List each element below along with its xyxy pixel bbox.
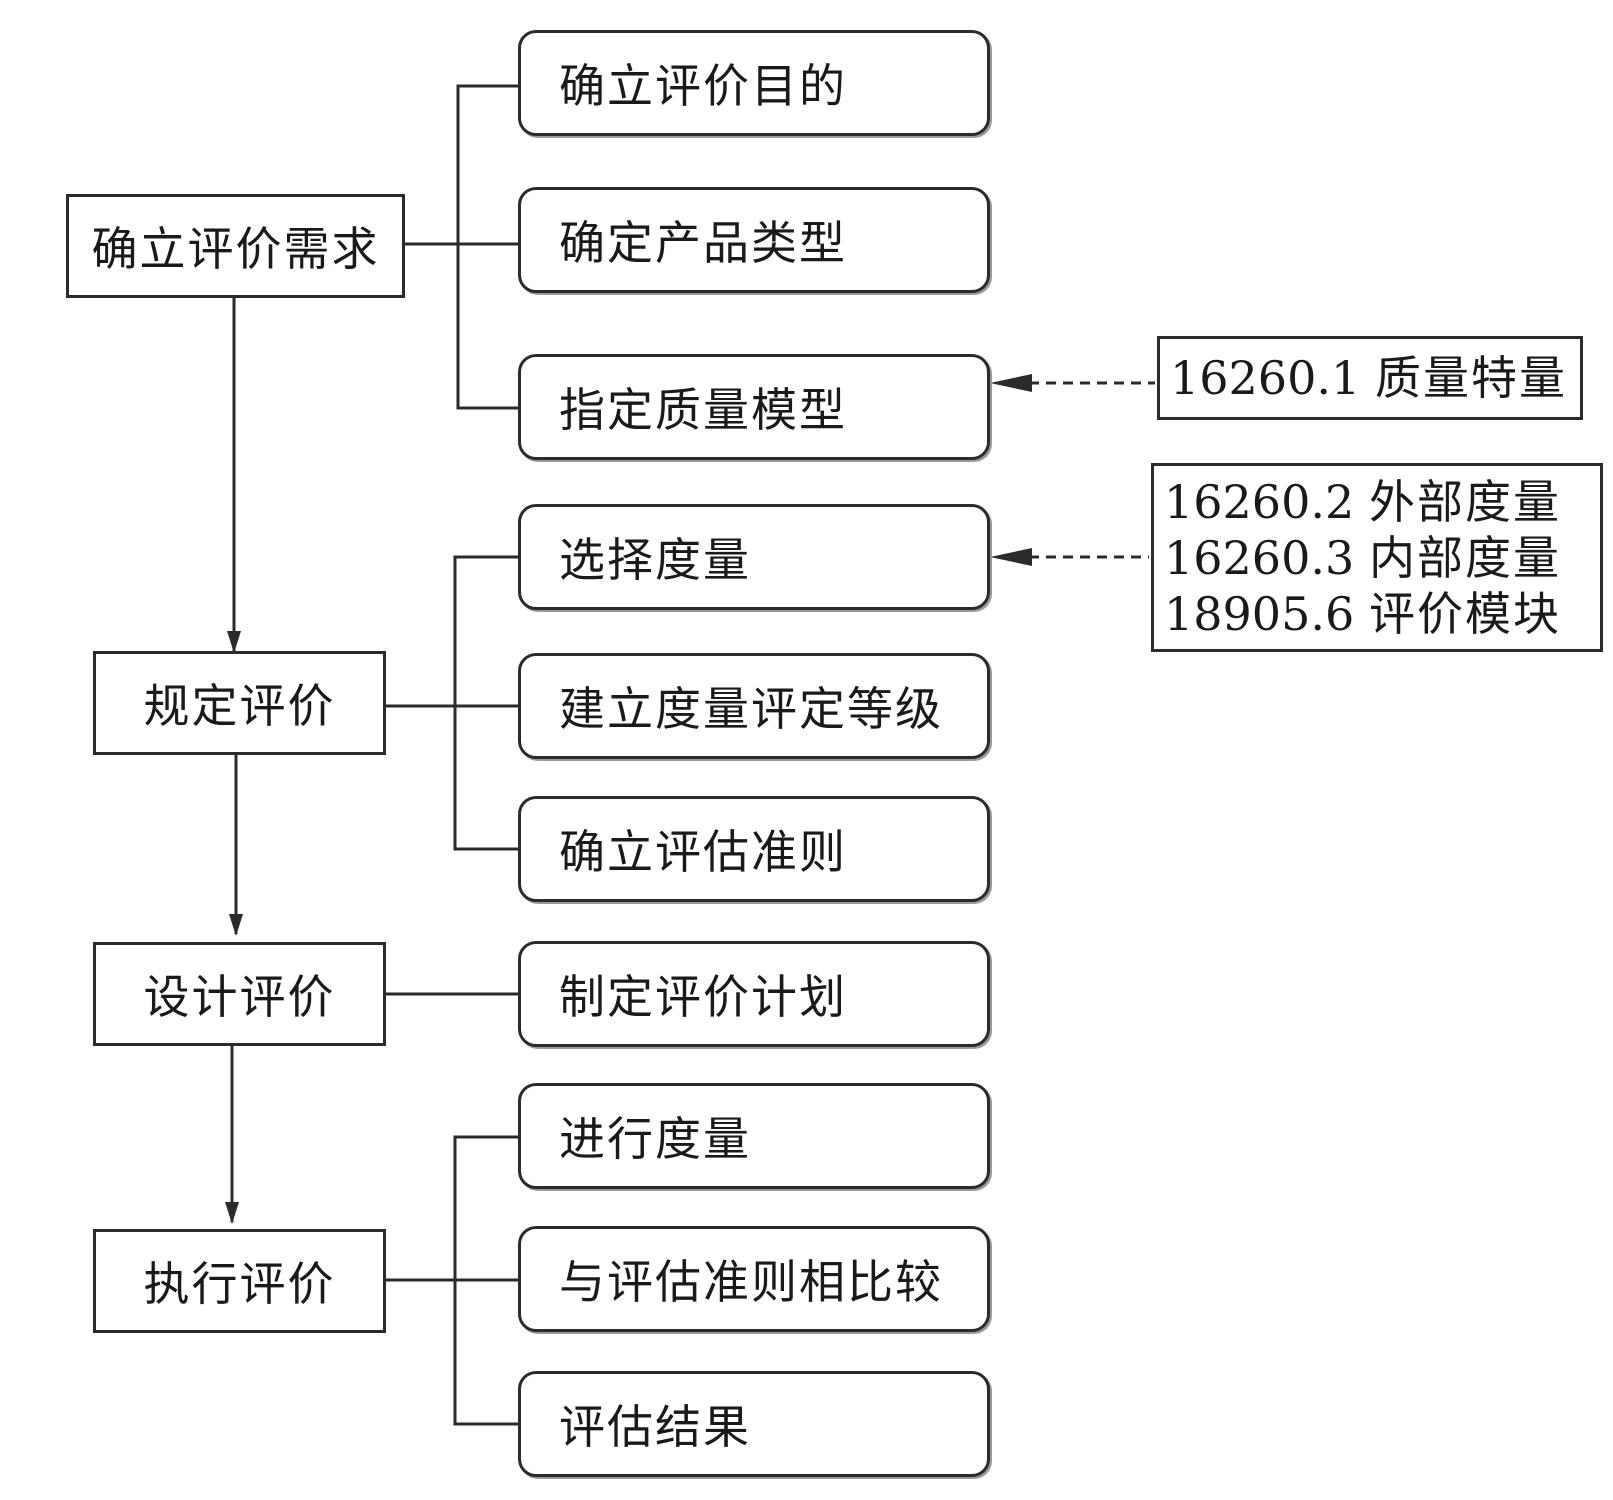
reference-metrics-standards: 16260.2 外部度量 16260.3 内部度量 18905.6 评价模块 bbox=[1151, 463, 1603, 652]
stage-design-evaluation: 设计评价 bbox=[93, 942, 386, 1046]
reference-row: 16260.3 内部度量 bbox=[1164, 530, 1561, 586]
reference-code: 16260.2 bbox=[1164, 474, 1355, 529]
stage-establish-requirements: 确立评价需求 bbox=[66, 194, 405, 298]
stage-specify-evaluation: 规定评价 bbox=[93, 651, 386, 755]
ref-arrowhead-quality bbox=[990, 374, 1032, 392]
step-take-measures: 进行度量 bbox=[518, 1083, 990, 1189]
reference-row: 16260.1 质量特量 bbox=[1170, 350, 1567, 406]
step-establish-assessment-criteria: 确立评估准则 bbox=[518, 796, 990, 902]
reference-row: 16260.2 外部度量 bbox=[1164, 474, 1561, 530]
bracket-group-2 bbox=[453, 555, 518, 851]
step-assess-results: 评估结果 bbox=[518, 1371, 990, 1477]
step-compare-with-criteria: 与评估准则相比较 bbox=[518, 1226, 990, 1332]
ref-arrowhead-metrics bbox=[990, 548, 1032, 566]
reference-quality-characteristics: 16260.1 质量特量 bbox=[1157, 336, 1583, 420]
step-establish-rating-levels: 建立度量评定等级 bbox=[518, 653, 990, 759]
reference-code: 16260.3 bbox=[1164, 530, 1355, 585]
step-produce-evaluation-plan: 制定评价计划 bbox=[518, 941, 990, 1047]
reference-name: 外部度量 bbox=[1369, 474, 1561, 529]
step-select-metrics: 选择度量 bbox=[518, 504, 990, 610]
reference-name: 内部度量 bbox=[1369, 530, 1561, 585]
reference-row: 18905.6 评价模块 bbox=[1164, 586, 1561, 642]
stage-execute-evaluation: 执行评价 bbox=[93, 1229, 386, 1333]
reference-code: 18905.6 bbox=[1164, 586, 1355, 641]
step-identify-product-type: 确定产品类型 bbox=[518, 187, 990, 293]
reference-code: 16260.1 bbox=[1170, 351, 1361, 405]
bracket-group-1 bbox=[456, 84, 518, 410]
reference-name: 质量特量 bbox=[1375, 351, 1567, 405]
reference-name: 评价模块 bbox=[1369, 586, 1561, 641]
step-establish-purpose: 确立评价目的 bbox=[518, 30, 990, 136]
step-specify-quality-model: 指定质量模型 bbox=[518, 354, 990, 460]
